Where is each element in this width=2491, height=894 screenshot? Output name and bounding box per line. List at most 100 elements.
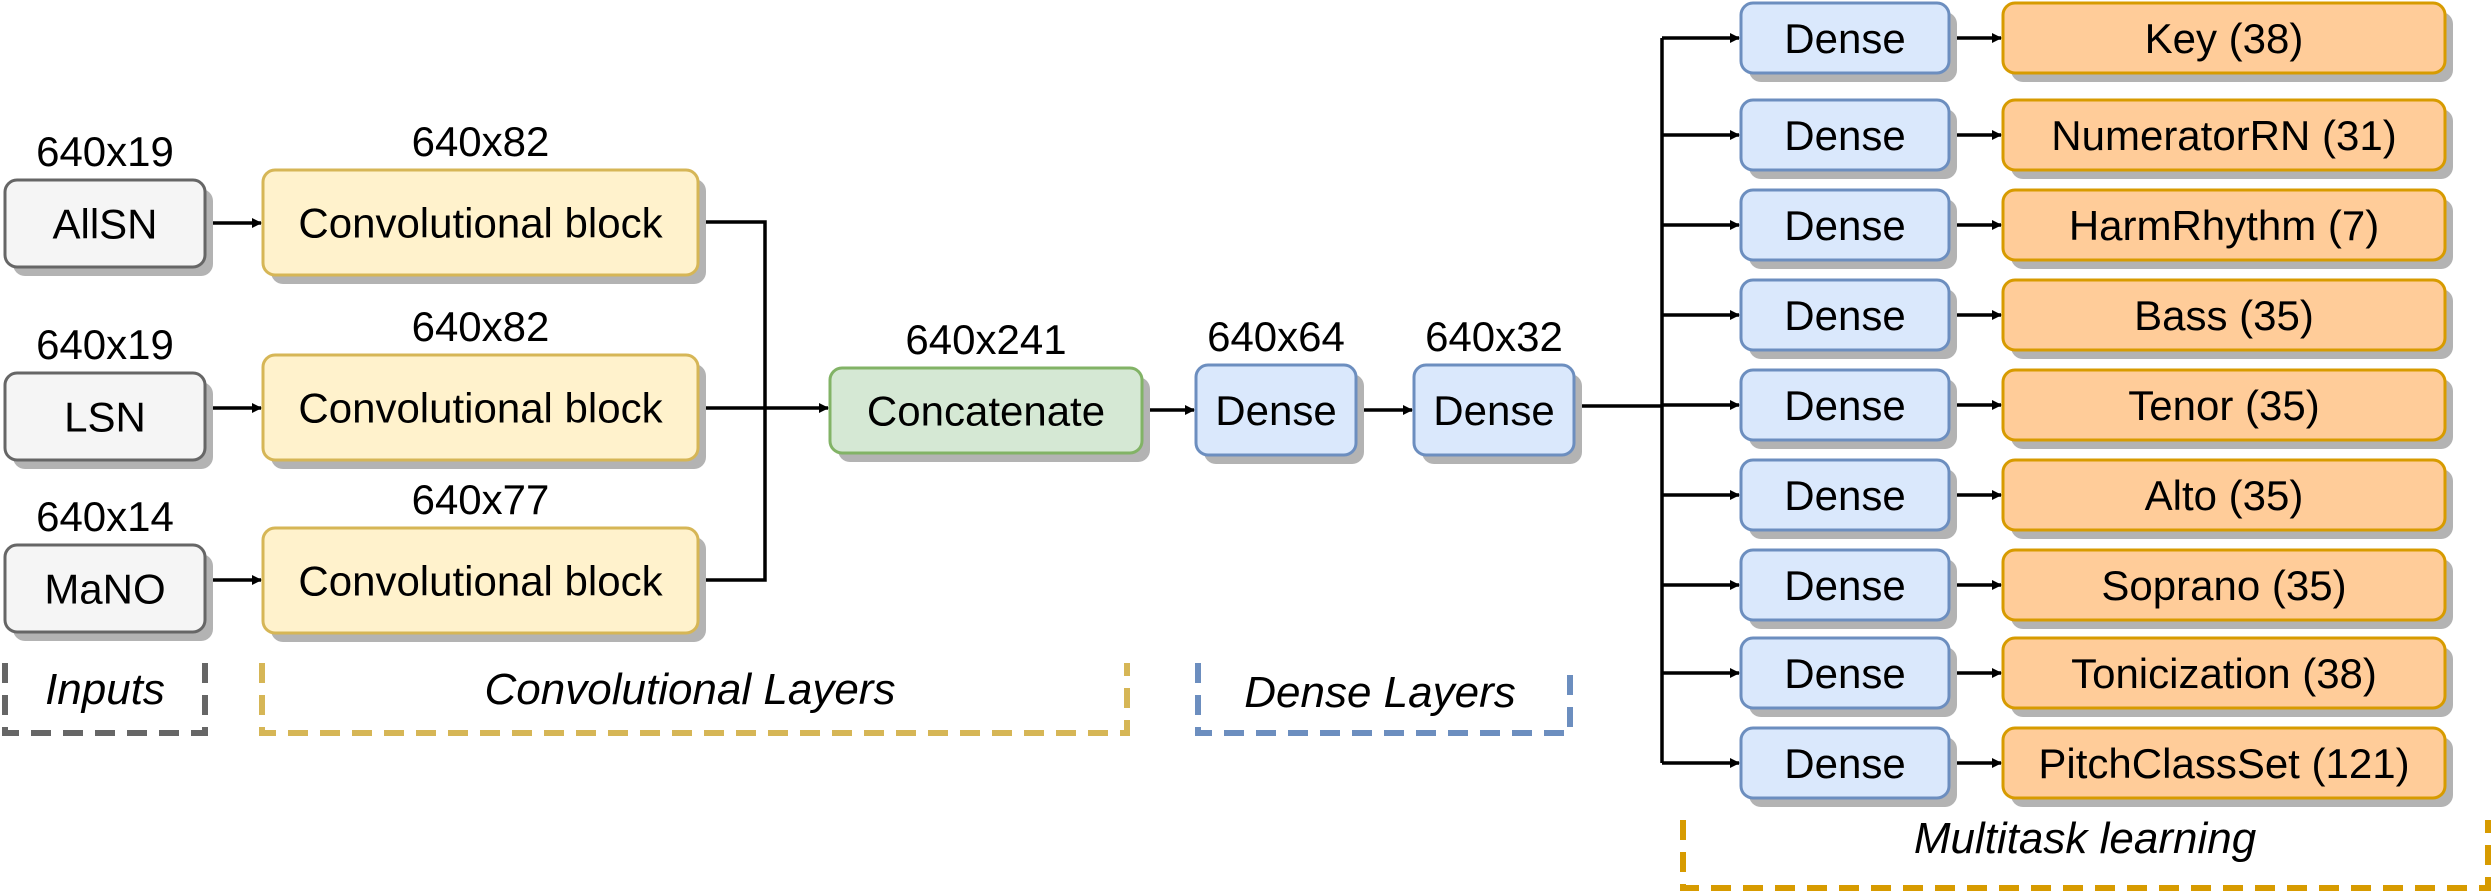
conv-block-3-box [261,526,700,635]
concatenate-node-label: Concatenate [867,388,1105,435]
task-dense-bass-label: Dense [1784,292,1905,339]
output-bass-label: Bass (35) [2134,292,2314,339]
output-tonicization: Tonicization (38) [2001,636,2453,717]
output-numeratorrn-box [2001,98,2447,172]
input-mano-dimension: 640x14 [36,493,174,540]
output-soprano-label: Soprano (35) [2101,562,2346,609]
conv-layers-group-label: Convolutional Layers [485,665,896,714]
conv-block-2-dimension: 640x82 [412,303,550,350]
task-dense-tonicization-box [1739,636,1951,710]
input-allsn: AllSN 640x19 [3,128,213,276]
input-mano: MaNO 640x14 [3,493,213,641]
nodes: AllSN640x19LSN640x19MaNO640x14Convolutio… [3,1,2453,807]
input-allsn-dimension: 640x19 [36,128,174,175]
conv-layers-bracket [259,663,1130,736]
input-lsn-box [3,371,207,462]
task-dense-soprano: Dense [1739,548,1957,629]
dense-layer-1: Dense 640x64 [1194,313,1364,464]
conv-block-2-box [261,353,700,462]
concatenate-node: Concatenate 640x241 [828,316,1150,462]
task-dense-bass: Dense [1739,278,1957,359]
conv-block-1-box [261,168,700,277]
output-tenor-box [2001,368,2447,442]
output-pitchclassset-label: PitchClassSet (121) [2038,740,2409,787]
output-harmrhythm: HarmRhythm (7) [2001,188,2453,269]
multitask-bracket [1680,820,2491,891]
conv-block-2-label: Convolutional block [298,385,663,432]
output-soprano-box [2001,548,2447,622]
output-key-box [2001,1,2447,75]
inputs-bracket [2,663,208,736]
output-tenor-label: Tenor (35) [2128,382,2319,429]
dense-layers-group-label: Dense Layers [1244,668,1515,717]
output-bass-box [2001,278,2447,352]
task-dense-key: Dense [1739,1,1957,82]
task-dense-key-label: Dense [1784,15,1905,62]
input-allsn-box [3,178,207,269]
output-harmrhythm-box [2001,188,2447,262]
task-dense-harmrhythm-box [1739,188,1951,262]
dense-layer-1-box [1194,363,1358,457]
edge-conv1-merge [698,220,767,582]
input-allsn-label: AllSN [52,201,157,248]
task-dense-numeratorrn-label: Dense [1784,112,1905,159]
output-alto-label: Alto (35) [2145,472,2304,519]
output-numeratorrn: NumeratorRN (31) [2001,98,2453,179]
output-tonicization-box [2001,636,2447,710]
output-pitchclassset-box [2001,726,2447,800]
output-bass: Bass (35) [2001,278,2453,359]
dense-layer-1-dimension: 640x64 [1207,313,1345,360]
task-dense-harmrhythm: Dense [1739,188,1957,269]
output-key: Key (38) [2001,1,2453,82]
output-pitchclassset: PitchClassSet (121) [2001,726,2453,807]
conv-block-1-dimension: 640x82 [412,118,550,165]
group-brackets [2,663,2491,891]
task-dense-tonicization-label: Dense [1784,650,1905,697]
inputs-group-label: Inputs [45,665,165,714]
task-dense-alto-box [1739,458,1951,532]
multitask-group-label: Multitask learning [1914,814,2257,863]
input-lsn-label: LSN [64,394,146,441]
task-dense-tenor: Dense [1739,368,1957,449]
output-tenor: Tenor (35) [2001,368,2453,449]
input-mano-label: MaNO [44,566,165,613]
input-mano-box [3,543,207,634]
dense-layer-2-label: Dense [1433,387,1554,434]
task-dense-tonicization: Dense [1739,636,1957,717]
output-alto: Alto (35) [2001,458,2453,539]
task-dense-tenor-label: Dense [1784,382,1905,429]
concatenate-node-box [828,366,1144,455]
output-numeratorrn-label: NumeratorRN (31) [2051,112,2396,159]
input-lsn: LSN 640x19 [3,321,213,469]
concatenate-node-dimension: 640x241 [905,316,1066,363]
connections [205,33,2002,768]
dense-layer-2-dimension: 640x32 [1425,313,1563,360]
task-dense-harmrhythm-label: Dense [1784,202,1905,249]
conv-block-1-label: Convolutional block [298,200,663,247]
output-soprano: Soprano (35) [2001,548,2453,629]
task-dense-key-box [1739,1,1951,75]
task-dense-bass-box [1739,278,1951,352]
task-dense-pitchclassset: Dense [1739,726,1957,807]
conv-block-1: Convolutional block 640x82 [261,118,706,284]
task-dense-pitchclassset-label: Dense [1784,740,1905,787]
conv-block-3-dimension: 640x77 [412,476,550,523]
conv-block-3: Convolutional block 640x77 [261,476,706,642]
task-dense-tenor-box [1739,368,1951,442]
task-dense-numeratorrn-box [1739,98,1951,172]
output-alto-box [2001,458,2447,532]
input-lsn-dimension: 640x19 [36,321,174,368]
task-dense-alto-label: Dense [1784,472,1905,519]
task-dense-soprano-label: Dense [1784,562,1905,609]
task-dense-numeratorrn: Dense [1739,98,1957,179]
conv-block-2: Convolutional block 640x82 [261,303,706,469]
output-key-label: Key (38) [2145,15,2304,62]
task-dense-pitchclassset-box [1739,726,1951,800]
conv-block-3-label: Convolutional block [298,558,663,605]
dense-layers-bracket [1195,663,1573,736]
output-harmrhythm-label: HarmRhythm (7) [2069,202,2379,249]
output-tonicization-label: Tonicization (38) [2071,650,2377,697]
task-dense-alto: Dense [1739,458,1957,539]
dense-layer-1-label: Dense [1215,387,1336,434]
